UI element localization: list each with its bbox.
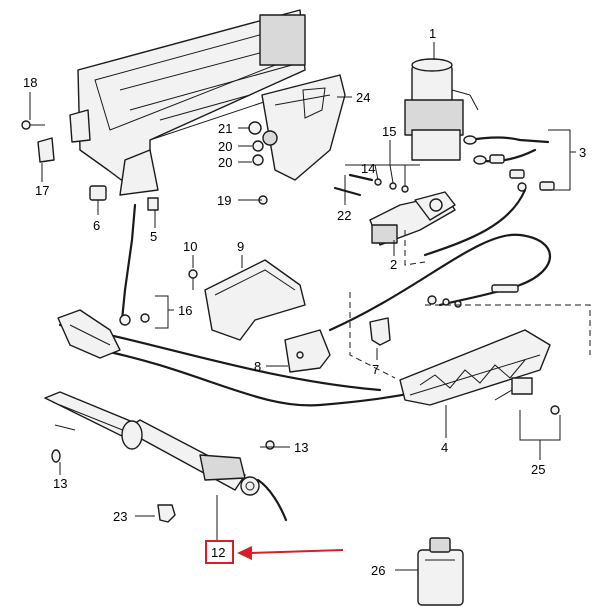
callout-25: 25 [531,462,545,477]
callout-20-b: 20 [218,155,232,170]
callout-2: 2 [390,257,397,272]
callout-1: 1 [429,26,436,41]
switch-assembly [494,377,560,415]
cable-clip [369,317,391,346]
callout-24: 24 [356,90,370,105]
callout-21: 21 [218,121,232,136]
callout-4: 4 [441,440,448,455]
callout-16: 16 [178,303,192,318]
cover-plate [188,259,306,341]
callout-20-a: 20 [218,139,232,154]
leader-lines [29,42,576,571]
link-rod [119,203,150,326]
small-left-parts [21,120,159,211]
hydraulic-cylinder [44,391,288,523]
callout-5: 5 [150,229,157,244]
callout-8: 8 [254,359,261,374]
mount-bracket [284,329,331,373]
fasteners [248,121,278,205]
valve-assembly [333,173,456,246]
group-outlines [349,230,591,379]
callout-13-left: 13 [53,476,67,491]
callout-3: 3 [579,145,586,160]
highlight-arrow [237,546,344,560]
callout-22: 22 [337,208,351,223]
callout-17: 17 [35,183,49,198]
callout-9: 9 [237,239,244,254]
callout-15: 15 [382,124,396,139]
hydraulic-pump-motor [404,58,479,161]
callout-18: 18 [23,75,37,90]
callout-13-right: 13 [294,440,308,455]
adjuster-rack [399,329,551,406]
seat-frame [69,9,306,196]
callout-19: 19 [217,193,231,208]
callout-10: 10 [183,239,197,254]
bracket [261,74,346,181]
callout-labels: 1 2 3 4 5 6 7 8 9 10 12 13 13 14 15 16 1… [23,26,586,578]
callout-23: 23 [113,509,127,524]
highlight-box [205,540,234,564]
callout-6: 6 [93,218,100,233]
callout-26: 26 [371,563,385,578]
callout-14: 14 [361,161,375,176]
callout-7: 7 [372,362,379,377]
callout-12: 12 [211,545,225,560]
pipes [463,135,555,192]
fluid-bottle [417,537,464,606]
seat-rail-left [57,309,121,359]
